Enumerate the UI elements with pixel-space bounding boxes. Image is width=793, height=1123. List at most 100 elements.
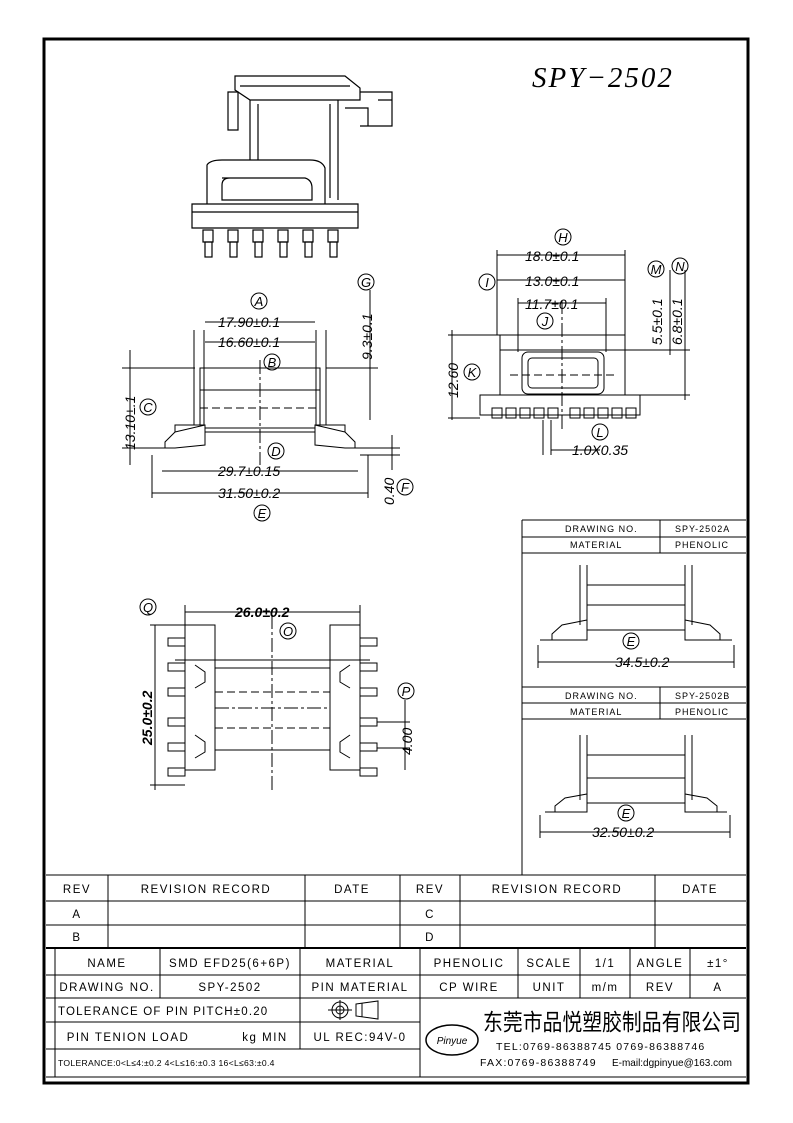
rev-header-6: DATE: [682, 884, 718, 896]
bottom-view: [150, 605, 410, 790]
dim-bottom-Q: 25.0±0.2: [139, 690, 155, 746]
pin-tension-label: PIN TENION LOAD: [67, 1032, 190, 1044]
pin-material-value: CP WIRE: [439, 982, 499, 994]
company-email: E-mail:dgpinyue@163.com: [612, 1057, 732, 1069]
name-value: SMD EFD25(6+6P): [169, 958, 291, 970]
drawing-no-label: DRAWING NO.: [59, 982, 154, 994]
unit-label: UNIT: [533, 982, 566, 994]
angle-label: ANGLE: [637, 958, 684, 970]
isometric-view: [191, 75, 393, 258]
dim-bottom-O: 26.0±0.2: [234, 604, 290, 620]
material-value: PHENOLIC: [434, 958, 505, 970]
rev-row-D: D: [425, 932, 435, 944]
dim-bottom-P: 4.00: [399, 728, 415, 755]
ref-A: A: [254, 294, 264, 309]
reference-labels: [139, 228, 689, 822]
variant-b-drawing-no: SPY-2502B: [675, 691, 730, 701]
dim-side-G: 9.3±0.1: [359, 313, 375, 360]
reference-letters: A B C D E F G H I J K L M N O P Q E E: [143, 230, 685, 821]
dim-side-F: 0.40: [381, 478, 397, 505]
projection-symbol-icon: [328, 1000, 379, 1020]
front-view-dims: 18.0±0.1 13.0±0.1 11.7±0.1 5.5±0.1 6.8±0…: [445, 248, 685, 458]
company-tel: TEL:0769-86388745 0769-86388746: [496, 1041, 705, 1053]
ref-G: G: [361, 275, 371, 290]
variant-b-drawing-no-label: DRAWING NO.: [565, 691, 638, 701]
pin-material-label: PIN MATERIAL: [311, 982, 408, 994]
variant-a-dim: 34.5±0.2: [615, 654, 670, 670]
variant-b-material: PHENOLIC: [675, 707, 729, 717]
dim-front-L: 1.0X0.35: [572, 442, 628, 458]
front-pins: [491, 407, 637, 419]
rev-header-3: DATE: [334, 884, 370, 896]
variant-a-material: PHENOLIC: [675, 540, 729, 550]
sheet-border: [42, 37, 750, 1085]
ref-N: N: [675, 259, 685, 274]
title-block-grid: [46, 948, 746, 1078]
unit-value: m/m: [592, 982, 619, 994]
ref-F: F: [401, 480, 410, 495]
dim-side-A2: 16.60±0.1: [218, 334, 280, 350]
dim-front-I: 13.0±0.1: [525, 273, 579, 289]
company-logo: Pinyue: [425, 1024, 479, 1056]
ref-C: C: [143, 400, 153, 415]
ref-H: H: [558, 230, 568, 245]
title-block-text: NAME SMD EFD25(6+6P) MATERIAL PHENOLIC S…: [59, 958, 729, 1044]
company-fax: FAX:0769-86388749: [480, 1057, 597, 1069]
drawing-no-value: SPY-2502: [198, 982, 261, 994]
ref-M: M: [651, 262, 662, 277]
variant-text: DRAWING NO. SPY-2502A MATERIAL PHENOLIC …: [565, 524, 730, 717]
ref-E: E: [258, 506, 267, 521]
dim-side-E: 31.50±0.2: [218, 485, 280, 501]
iso-pins: [202, 229, 339, 258]
rev-row-C: C: [425, 909, 435, 921]
tolerance-general: TOLERANCE:0<L≤4:±0.2 4<L≤16:±0.3 16<L≤63…: [58, 1058, 275, 1068]
revision-table: [46, 874, 746, 949]
dim-front-J: 11.7±0.1: [525, 296, 578, 312]
ref-B: B: [268, 355, 277, 370]
rev-header-1: REV: [63, 884, 91, 896]
dim-side-A: 17.90±0.1: [218, 314, 280, 330]
ref-D: D: [271, 444, 280, 459]
dim-front-K: 12.60: [445, 363, 461, 398]
drawing-title: SPY−2502: [532, 62, 674, 94]
ref-variant-a-E: E: [627, 634, 636, 649]
rev-row-A: A: [72, 909, 81, 921]
bottom-view-dims: 26.0±0.2 25.0±0.2 4.00: [139, 604, 415, 755]
material-label: MATERIAL: [326, 958, 395, 970]
revision-text: REV REVISION RECORD DATE REV REVISION RE…: [63, 884, 718, 944]
rev-header-5: REVISION RECORD: [492, 884, 623, 896]
dim-front-H: 18.0±0.1: [525, 248, 579, 264]
dim-front-M: 5.5±0.1: [649, 298, 665, 345]
scale-label: SCALE: [526, 958, 571, 970]
ref-L: L: [596, 425, 603, 440]
company-name: 东莞市品悦塑胶制品有限公司: [483, 1009, 741, 1035]
ul-rating: UL REC:94V-0: [314, 1032, 407, 1044]
variant-a-drawing-no: SPY-2502A: [675, 524, 730, 534]
front-view: [448, 250, 690, 455]
rev-row-B: B: [72, 932, 81, 944]
ref-J: J: [541, 314, 549, 329]
rev-header-2: REVISION RECORD: [141, 884, 272, 896]
svg-text:Pinyue: Pinyue: [437, 1036, 468, 1047]
side-view-dims: 17.90±0.1 16.60±0.1 29.7±0.15 31.50±0.2 …: [122, 313, 397, 505]
dim-front-N: 6.8±0.1: [669, 298, 685, 345]
pin-tension-unit: kg MIN: [242, 1032, 287, 1044]
ref-K: K: [468, 365, 478, 380]
tolerance-pitch: TOLERANCE OF PIN PITCH±0.20: [58, 1006, 268, 1018]
rev-value: A: [713, 982, 722, 994]
ref-P: P: [402, 684, 411, 699]
variant-panels: [521, 519, 746, 875]
dim-side-D: 29.7±0.15: [217, 463, 280, 479]
dim-side-C: 13.10±.1: [122, 396, 138, 450]
angle-value: ±1°: [707, 958, 729, 970]
variant-a-material-label: MATERIAL: [570, 540, 622, 550]
ref-O: O: [283, 624, 293, 639]
ref-I: I: [485, 275, 489, 290]
name-label: NAME: [87, 958, 126, 970]
rev-header-4: REV: [416, 884, 444, 896]
variant-b-dim: 32.50±0.2: [592, 824, 654, 840]
scale-value: 1/1: [595, 958, 616, 970]
ref-Q: Q: [143, 600, 153, 615]
side-view: [122, 290, 400, 498]
